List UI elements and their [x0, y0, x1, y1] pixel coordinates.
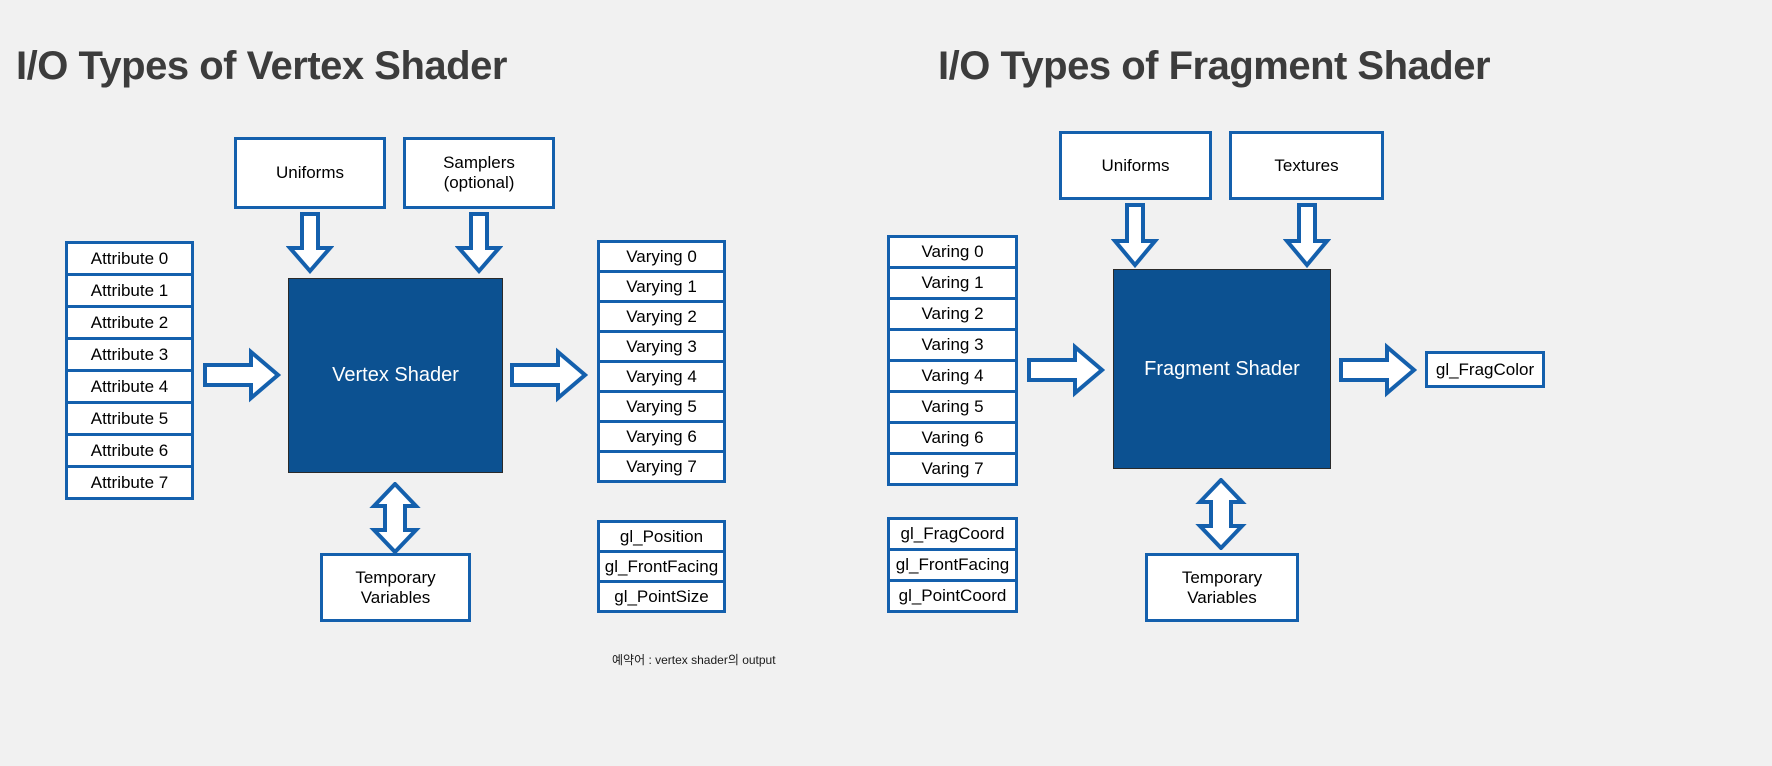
list-item[interactable]: Varying 1: [597, 270, 726, 303]
arrow-down-uniforms-to-fragment-shader: [1111, 203, 1159, 268]
arrow-right-vertex-shader-to-varyings: [510, 345, 588, 405]
list-item[interactable]: gl_Position: [597, 520, 726, 553]
left-varyings-column: Varying 0 Varying 1 Varying 2 Varying 3 …: [597, 240, 726, 483]
left-temporary-variables-box[interactable]: Temporary Variables: [320, 553, 471, 622]
vertex-shader-box[interactable]: Vertex Shader: [288, 278, 503, 473]
right-textures-box[interactable]: Textures: [1229, 131, 1384, 200]
list-item[interactable]: Attribute 1: [65, 273, 194, 308]
list-item[interactable]: gl_PointSize: [597, 580, 726, 613]
list-item[interactable]: Varing 5: [887, 390, 1018, 424]
list-item[interactable]: Attribute 0: [65, 241, 194, 276]
right-builtins-column: gl_FragCoord gl_FrontFacing gl_PointCoor…: [887, 517, 1018, 613]
arrow-double-fragment-shader-temporary-variables: [1194, 478, 1249, 550]
arrow-double-vertex-shader-temporary-variables: [368, 482, 423, 554]
list-item[interactable]: Varying 5: [597, 390, 726, 423]
left-uniforms-box[interactable]: Uniforms: [234, 137, 386, 209]
left-builtins-column: gl_Position gl_FrontFacing gl_PointSize: [597, 520, 726, 613]
left-samplers-box[interactable]: Samplers (optional): [403, 137, 555, 209]
list-item[interactable]: gl_PointCoord: [887, 579, 1018, 613]
list-item[interactable]: Attribute 5: [65, 401, 194, 436]
page-title-fragment: I/O Types of Fragment Shader: [938, 44, 1491, 88]
list-item[interactable]: Varing 1: [887, 266, 1018, 300]
list-item[interactable]: Attribute 4: [65, 369, 194, 404]
list-item[interactable]: Attribute 7: [65, 465, 194, 500]
list-item[interactable]: Attribute 3: [65, 337, 194, 372]
list-item[interactable]: Varing 3: [887, 328, 1018, 362]
arrow-right-attributes-to-vertex-shader: [203, 345, 281, 405]
list-item[interactable]: Varing 7: [887, 452, 1018, 486]
right-temporary-variables-box[interactable]: Temporary Variables: [1145, 553, 1299, 622]
left-attributes-column: Attribute 0 Attribute 1 Attribute 2 Attr…: [65, 241, 194, 500]
list-item[interactable]: Varying 3: [597, 330, 726, 363]
list-item[interactable]: Varying 4: [597, 360, 726, 393]
arrow-right-fragment-shader-to-fragcolor: [1339, 340, 1417, 400]
arrow-right-varings-to-fragment-shader: [1027, 340, 1105, 400]
list-item[interactable]: Varying 6: [597, 420, 726, 453]
list-item[interactable]: gl_FrontFacing: [887, 548, 1018, 582]
right-varings-column: Varing 0 Varing 1 Varing 2 Varing 3 Vari…: [887, 235, 1018, 486]
list-item[interactable]: Varing 2: [887, 297, 1018, 331]
list-item[interactable]: Varing 0: [887, 235, 1018, 269]
list-item[interactable]: Varing 4: [887, 359, 1018, 393]
arrow-down-textures-to-fragment-shader: [1283, 203, 1331, 268]
list-item[interactable]: Varying 0: [597, 240, 726, 273]
fragment-shader-box[interactable]: Fragment Shader: [1113, 269, 1331, 469]
list-item[interactable]: Attribute 2: [65, 305, 194, 340]
fragcolor-output-box[interactable]: gl_FragColor: [1425, 351, 1545, 388]
list-item[interactable]: Varying 2: [597, 300, 726, 333]
right-uniforms-box[interactable]: Uniforms: [1059, 131, 1212, 200]
page-title-vertex: I/O Types of Vertex Shader: [16, 44, 507, 88]
arrow-down-uniforms-to-vertex-shader: [286, 212, 334, 274]
list-item[interactable]: Attribute 6: [65, 433, 194, 468]
list-item[interactable]: Varying 7: [597, 450, 726, 483]
list-item[interactable]: Varing 6: [887, 421, 1018, 455]
list-item[interactable]: gl_FrontFacing: [597, 550, 726, 583]
footnote-caption: 예약어 : vertex shader의 output: [612, 653, 776, 667]
list-item[interactable]: gl_FragCoord: [887, 517, 1018, 551]
arrow-down-samplers-to-vertex-shader: [455, 212, 503, 274]
